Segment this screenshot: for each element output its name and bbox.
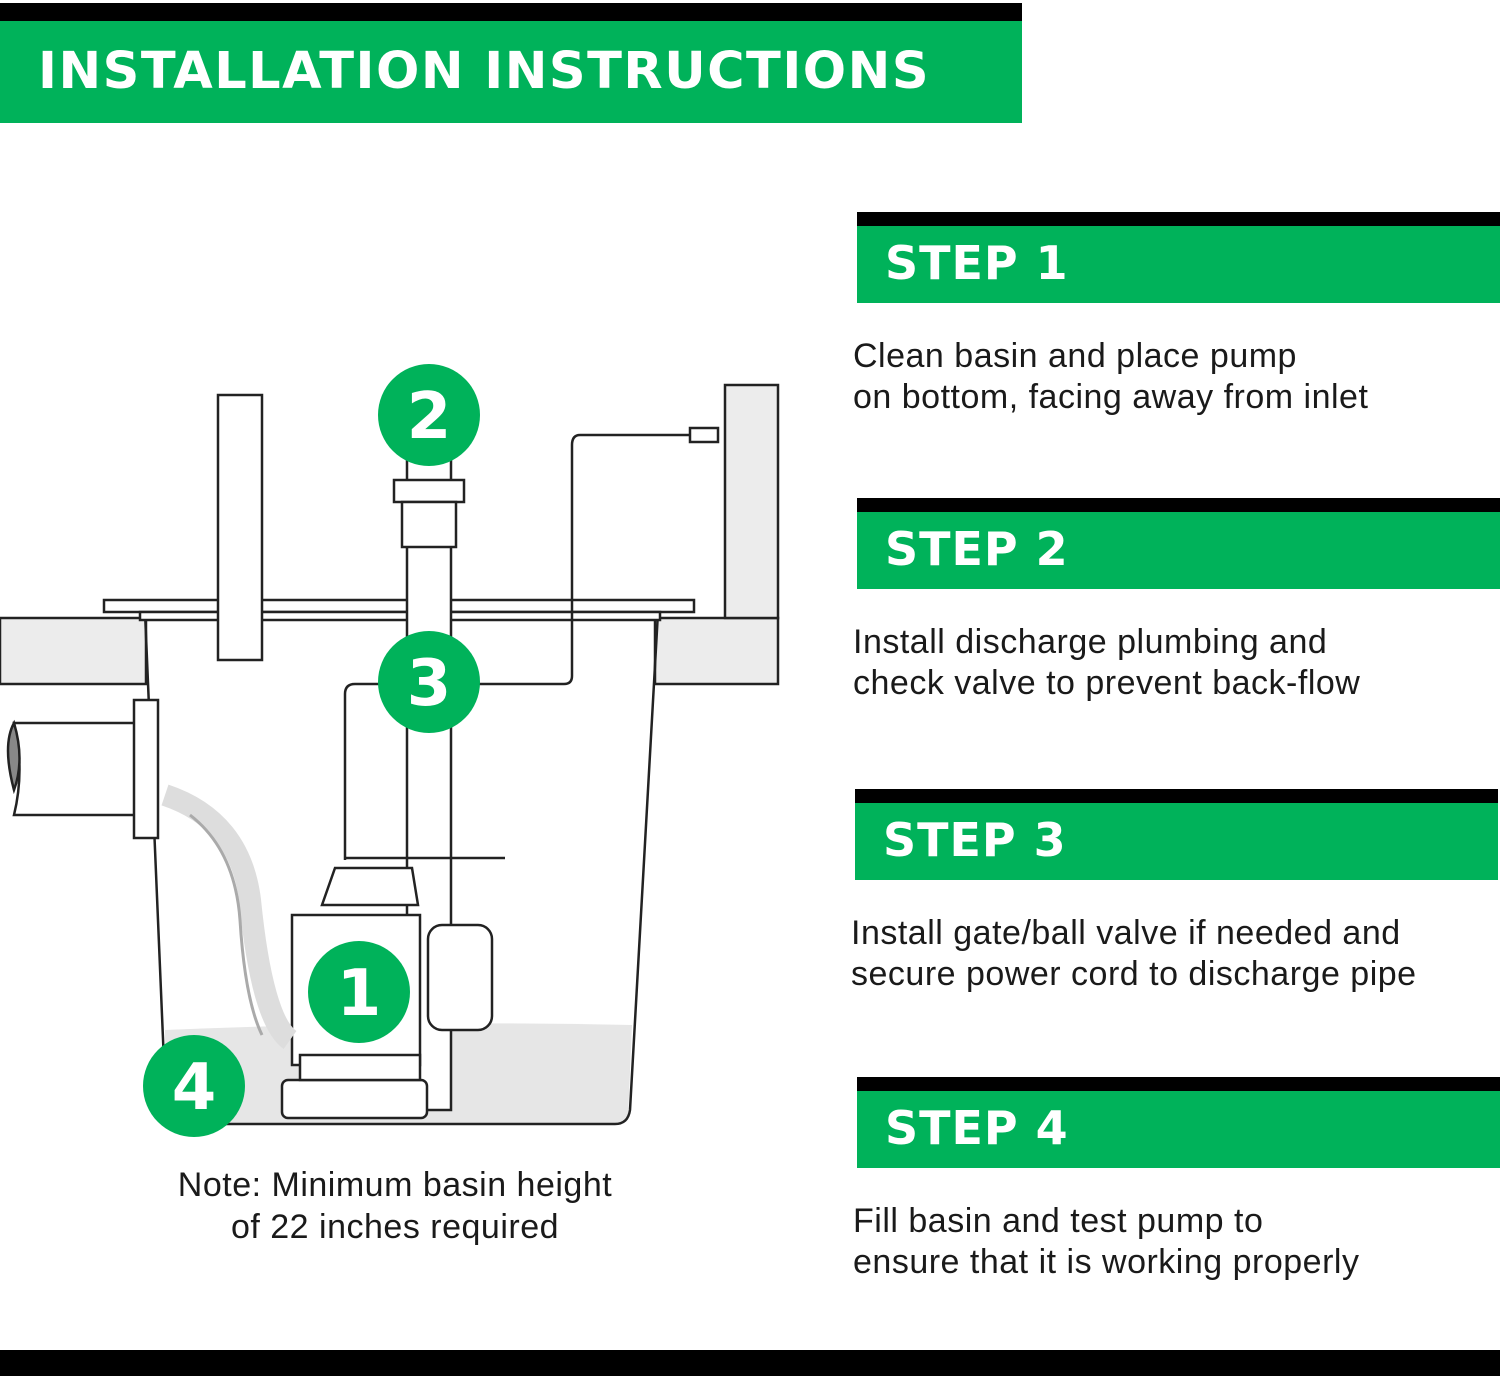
step-label: STEP 2 (885, 522, 1069, 576)
float-switch (426, 923, 494, 1032)
vent-pipe (216, 393, 264, 662)
floor-slab-left (0, 616, 148, 686)
svg-text:1: 1 (337, 957, 382, 1031)
svg-text:3: 3 (407, 647, 452, 721)
step-label: STEP 4 (885, 1101, 1069, 1155)
basin-height-note: Note: Minimum basin height of 22 inches … (177, 1166, 613, 1246)
svg-text:2: 2 (407, 380, 452, 454)
header-banner (0, 21, 1022, 123)
basin-lid (102, 598, 696, 614)
svg-text:4: 4 (172, 1051, 217, 1125)
marker-1: 1 (308, 941, 410, 1043)
marker-3: 3 (378, 631, 480, 733)
inlet-pipe (12, 721, 142, 817)
floor-slab-right (653, 616, 780, 686)
check-valve (392, 478, 466, 504)
power-cord (343, 433, 690, 860)
page-title: INSTALLATION INSTRUCTIONS (38, 42, 931, 101)
step-label: STEP 3 (883, 813, 1067, 867)
step-3: STEP 3 Install gate/ball valve if needed… (851, 789, 1498, 993)
step-markers: 2 3 1 4 (143, 364, 480, 1137)
marker-2: 2 (378, 364, 480, 466)
wall (723, 383, 780, 620)
footer-bar (0, 1350, 1500, 1376)
marker-4: 4 (143, 1035, 245, 1137)
header-bar-top (0, 3, 1022, 21)
step-label: STEP 1 (885, 236, 1069, 290)
